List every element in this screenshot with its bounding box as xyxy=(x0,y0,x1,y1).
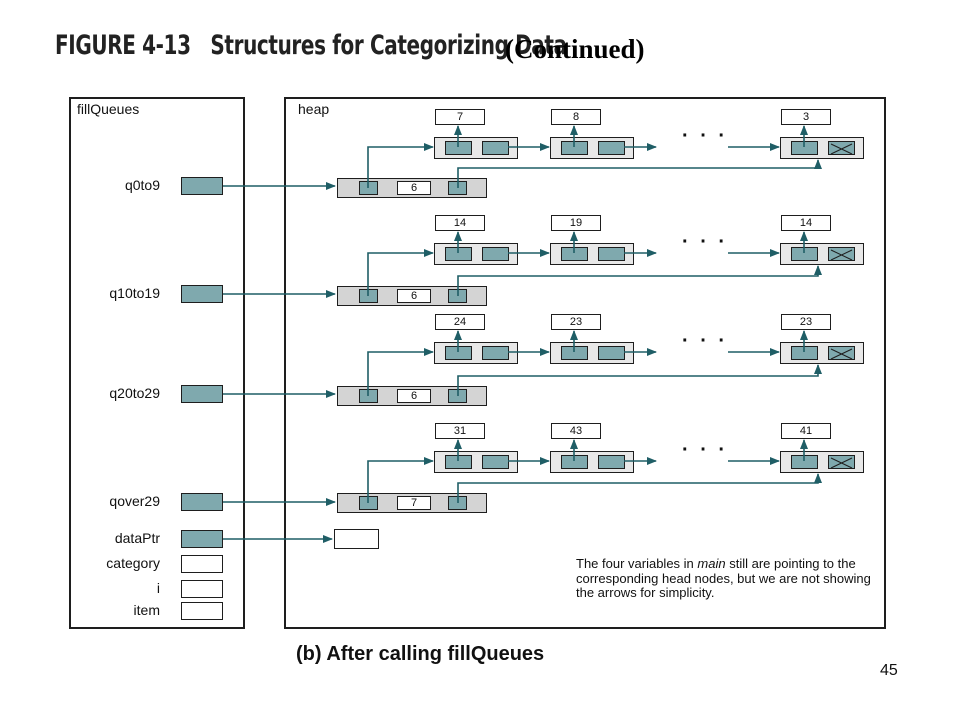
pointer-box xyxy=(181,385,223,403)
variable-label: i xyxy=(156,580,160,596)
rear-arrow xyxy=(457,364,822,396)
null-link xyxy=(828,455,855,469)
variable-label: q10to19 xyxy=(109,285,160,301)
rear-arrow xyxy=(457,473,822,503)
data-value: 23 xyxy=(781,314,831,330)
null-link xyxy=(828,141,855,155)
figure-title-text: Structures for Categorizing Data xyxy=(210,30,567,61)
null-link xyxy=(828,346,855,360)
data-value: 8 xyxy=(551,109,601,125)
ellipsis: · · · xyxy=(682,439,729,461)
figure-number: FIGURE 4-13 xyxy=(55,30,191,61)
data-value: 7 xyxy=(435,109,485,125)
null-cross-icon xyxy=(830,348,853,360)
list-node xyxy=(550,137,634,159)
variable-label: category xyxy=(106,555,160,571)
next-link xyxy=(598,455,625,469)
list-node xyxy=(434,451,518,473)
list-node xyxy=(780,137,864,159)
data-value: 23 xyxy=(551,314,601,330)
ellipsis: · · · xyxy=(682,125,729,147)
null-cross-icon xyxy=(830,457,853,469)
null-cross-icon xyxy=(830,143,853,155)
next-link xyxy=(482,247,509,261)
figure-continued: (Continued) xyxy=(505,34,645,64)
pointer-box xyxy=(181,530,223,548)
list-node xyxy=(550,342,634,364)
next-link xyxy=(598,247,625,261)
data-value: 31 xyxy=(435,423,485,439)
queue-head-node: 6 xyxy=(337,386,487,406)
simplification-note: The four variables in main still are poi… xyxy=(576,556,871,600)
variable-value-box xyxy=(181,580,223,598)
variable-label: q0to9 xyxy=(124,177,160,193)
data-value: 14 xyxy=(781,215,831,231)
queue-count: 6 xyxy=(397,181,431,195)
front-arrow xyxy=(367,457,434,503)
front-arrow xyxy=(367,249,434,296)
queue-count: 6 xyxy=(397,389,431,403)
variable-label: qover29 xyxy=(109,493,160,509)
data-value: 3 xyxy=(781,109,831,125)
queue-count: 7 xyxy=(397,496,431,510)
queue-count: 6 xyxy=(397,289,431,303)
list-node xyxy=(550,451,634,473)
data-value: 19 xyxy=(551,215,601,231)
null-link xyxy=(828,247,855,261)
data-value: 43 xyxy=(551,423,601,439)
figure-title: FIGURE 4-13 Structures for Categorizing … xyxy=(55,30,747,70)
list-node xyxy=(434,342,518,364)
fillqueues-label: fillQueues xyxy=(77,101,140,117)
list-node xyxy=(780,243,864,265)
pointer-box xyxy=(181,285,223,303)
variable-label: item xyxy=(133,602,160,618)
variable-label: dataPtr xyxy=(114,530,160,546)
next-link xyxy=(598,141,625,155)
new-data-node xyxy=(334,529,379,549)
data-value: 41 xyxy=(781,423,831,439)
variable-value-box xyxy=(181,602,223,620)
front-arrow xyxy=(367,348,434,396)
next-link xyxy=(482,455,509,469)
list-node xyxy=(434,137,518,159)
data-value: 24 xyxy=(435,314,485,330)
heap-label: heap xyxy=(298,101,330,117)
data-value: 14 xyxy=(435,215,485,231)
pointer-box xyxy=(181,177,223,195)
front-arrow xyxy=(367,143,434,188)
list-node xyxy=(434,243,518,265)
ellipsis: · · · xyxy=(682,231,729,253)
ellipsis: · · · xyxy=(682,330,729,352)
list-node xyxy=(780,342,864,364)
page-number: 45 xyxy=(880,662,898,679)
next-link xyxy=(598,346,625,360)
rear-arrow xyxy=(457,265,822,296)
next-link xyxy=(482,141,509,155)
pointer-box xyxy=(181,493,223,511)
null-cross-icon xyxy=(830,249,853,261)
variable-label: q20to29 xyxy=(109,385,160,401)
rear-arrow xyxy=(457,159,822,188)
note-emphasis: main xyxy=(697,556,726,571)
figure-caption: (b) After calling fillQueues xyxy=(296,643,545,665)
variable-value-box xyxy=(181,555,223,573)
next-link xyxy=(482,346,509,360)
figure-heading: FIGURE 4-13 Structures for Categorizing … xyxy=(55,30,567,61)
